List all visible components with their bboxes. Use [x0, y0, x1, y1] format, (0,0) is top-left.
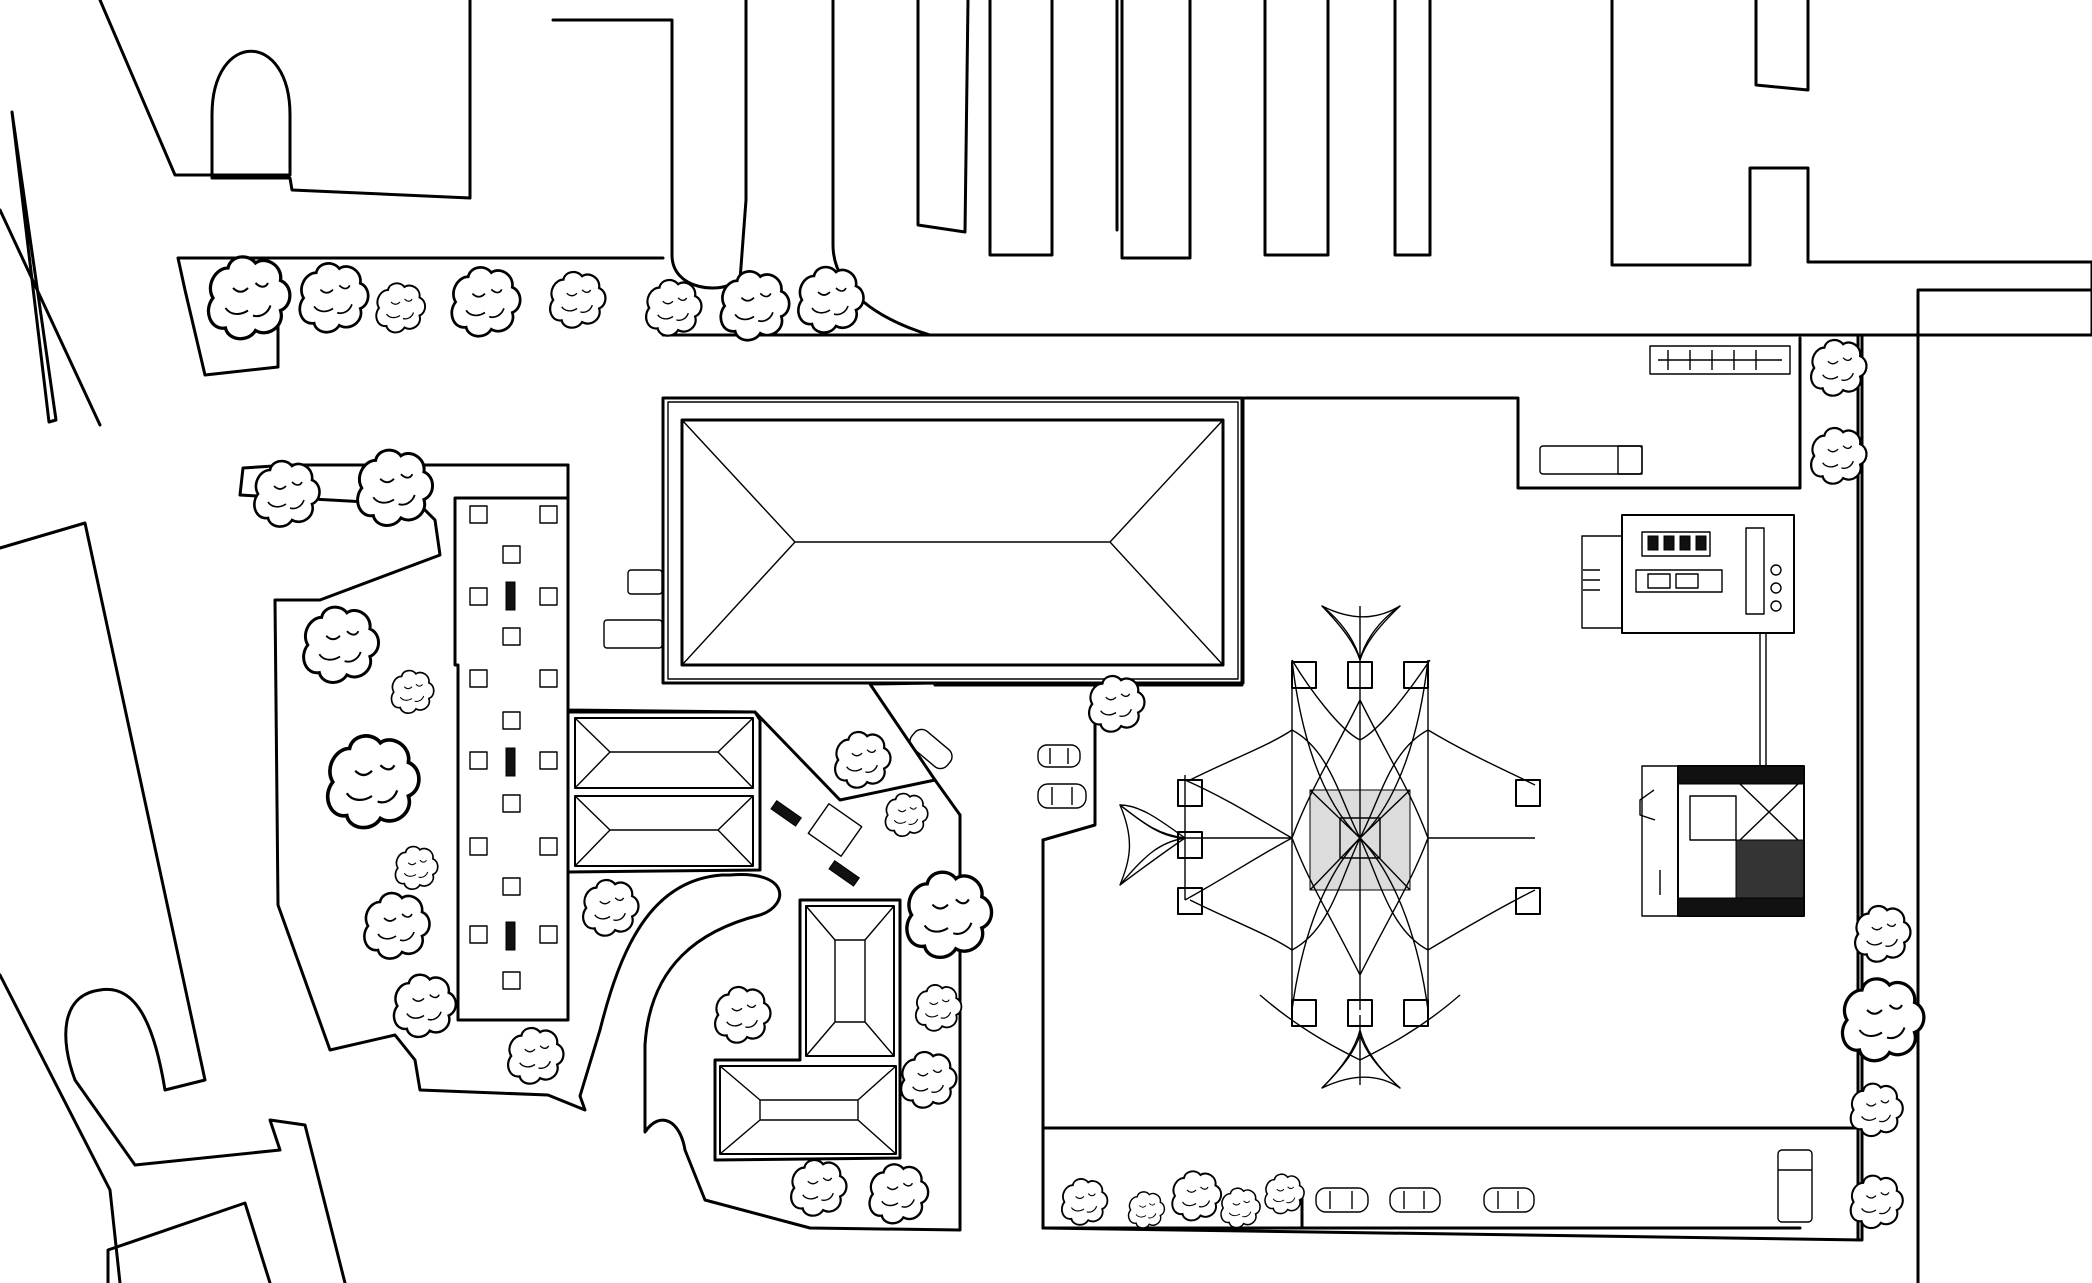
twin-pavilions [566, 710, 762, 874]
tree-icon [253, 459, 321, 528]
tent-core-star [1309, 789, 1411, 891]
tree-icon [789, 1158, 848, 1217]
truck-icon [1539, 445, 1643, 475]
main-hall-inner-wall [667, 401, 1239, 680]
tree-icon [914, 984, 963, 1032]
tree-icon [797, 265, 865, 334]
main-hall-roof-edge [680, 418, 1225, 667]
tree-icon [548, 270, 607, 329]
rail-track-line-1 [10, 110, 58, 424]
tree-icon [1171, 1170, 1223, 1222]
festival-inner-lot [1041, 333, 1860, 1242]
tree-icon [1127, 1191, 1166, 1229]
tree-icon [1220, 1187, 1261, 1229]
parking-stall-row [831, 0, 2092, 337]
l-pavilion-outline [713, 898, 902, 1162]
sw-curb [0, 973, 272, 1283]
tree-icon [356, 448, 435, 527]
tree-icon [581, 878, 640, 937]
tree-icon [298, 262, 370, 334]
top-road-stall-edge [551, 0, 748, 290]
tent-posts [1177, 661, 1541, 1027]
stage-structure [1639, 765, 1805, 917]
car-icon [909, 728, 953, 770]
tree-icon [868, 1163, 930, 1225]
tree-icon [1809, 338, 1868, 397]
tent-top-sail [1321, 605, 1401, 661]
service-building [1581, 514, 1795, 766]
truck-icon [1649, 345, 1791, 375]
tree-icon [833, 730, 892, 789]
tree-icon [325, 734, 421, 830]
tree-icon [713, 985, 772, 1044]
tree-icon [899, 1050, 958, 1109]
tree-icon [1840, 977, 1926, 1063]
tree-icon [1060, 1178, 1109, 1226]
housing-outline [453, 496, 570, 1022]
tree-icon [905, 870, 994, 960]
tree-icon [1849, 1082, 1904, 1138]
tree-icon [1264, 1173, 1305, 1215]
housing-block [453, 496, 570, 1022]
l-pavilions [713, 898, 902, 1162]
tree-icon [390, 669, 435, 715]
tree-icon [450, 266, 522, 338]
west-block-outline [0, 521, 347, 1283]
tree-icon [392, 973, 458, 1039]
west-lot-edge [176, 256, 665, 377]
tree-icon [644, 278, 703, 337]
festival-ground-boundary [238, 463, 1097, 1232]
pavilion-group-outline [566, 710, 762, 874]
tree-icon [394, 845, 439, 891]
truck-icon [603, 569, 663, 649]
car-icon [1037, 744, 1081, 768]
tree-icon [1087, 674, 1146, 733]
car-icon [1315, 1187, 1369, 1213]
tree-icon [363, 891, 431, 960]
housing-windows [469, 505, 558, 990]
site-boundaries [238, 333, 1864, 1242]
truck-icon [1777, 1149, 1813, 1223]
tree-icon [884, 792, 929, 838]
main-hall-building [661, 396, 1245, 685]
rail-track-line-2 [0, 208, 102, 427]
tree-icon [719, 270, 791, 342]
tree-icon [1853, 904, 1912, 963]
car-icon [1483, 1187, 1535, 1213]
tent-bottom-sail [1321, 1034, 1401, 1089]
tent-structure [1119, 605, 1541, 1089]
north-lot-notch [1243, 336, 1802, 490]
tree-icon [375, 282, 427, 334]
tree-icon [302, 605, 381, 684]
main-hall-roof-ridge [681, 419, 1224, 666]
main-hall-outer-wall [661, 396, 1245, 685]
car-icon [1037, 783, 1087, 809]
ne-block-curb [1916, 288, 2092, 1283]
benches [770, 799, 863, 887]
main-site-boundary [661, 333, 1864, 1242]
tent-left-sail [1119, 804, 1186, 886]
top-road-north-curb [98, 0, 472, 200]
tree-icon [206, 255, 292, 341]
tree-icon [1849, 1174, 1904, 1230]
tree-icon [506, 1026, 565, 1085]
vehicles [603, 345, 1813, 1223]
tree-icon [1809, 426, 1868, 485]
car-icon [1389, 1187, 1441, 1213]
central-lot-edge [1041, 396, 1802, 1230]
